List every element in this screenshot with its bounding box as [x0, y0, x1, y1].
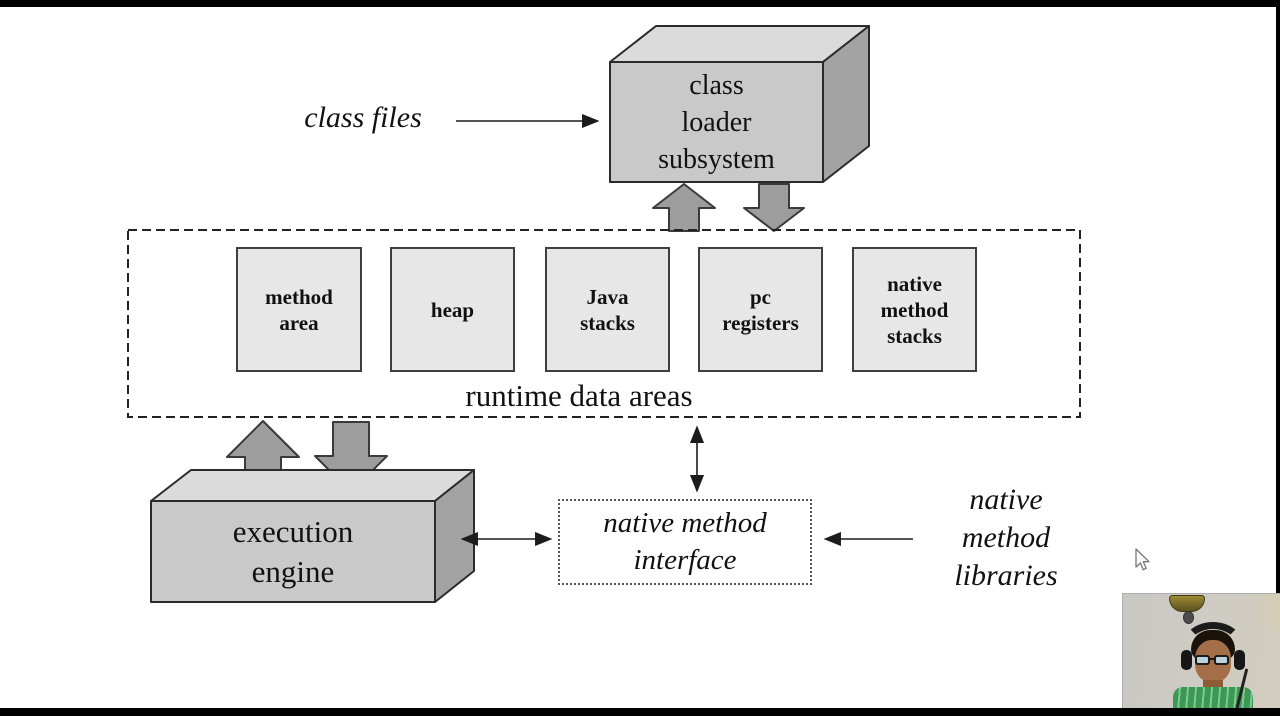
- person-shirt: [1173, 687, 1253, 708]
- glasses-lens-left: [1195, 655, 1210, 665]
- glasses-bridge: [1209, 658, 1215, 660]
- runtime-box-java-stacks: Java stacks: [545, 247, 670, 372]
- glasses-lens-right: [1214, 655, 1229, 665]
- class-files-label: class files: [304, 101, 422, 134]
- native-method-libraries-label: native method libraries: [954, 483, 1058, 592]
- top-letterbox-bar: [0, 0, 1280, 7]
- wall-hook: [1183, 611, 1194, 624]
- person-glasses: [1194, 655, 1232, 668]
- execution-engine-label: execution engine: [232, 513, 354, 589]
- loader-down-arrow: [743, 183, 805, 232]
- bottom-letterbox-bar: [0, 708, 1280, 716]
- webcam-overlay: [1122, 593, 1280, 708]
- runtime-data-areas-container: [127, 229, 1081, 418]
- loader-up-arrow: [652, 183, 716, 232]
- mouse-cursor-icon: [1135, 548, 1150, 571]
- runtime-data-areas-label: runtime data areas: [465, 378, 693, 413]
- runtime-box-pc-registers: pc registers: [698, 247, 823, 372]
- class-loader-label: class loader subsystem: [658, 69, 775, 175]
- headphone-cup-right: [1234, 650, 1245, 670]
- native-method-interface-box: native method interface: [558, 499, 812, 585]
- headphones-band: [1183, 622, 1243, 668]
- runtime-box-native-method-stacks: native method stacks: [852, 247, 977, 372]
- runtime-box-method-area: method area: [236, 247, 362, 372]
- person-neck: [1203, 680, 1223, 689]
- runtime-box-heap: heap: [390, 247, 515, 372]
- execution-engine-box: [150, 469, 475, 603]
- webcam-person: [1123, 594, 1280, 708]
- class-loader-box: [609, 25, 870, 183]
- headphone-cup-left: [1181, 650, 1192, 670]
- right-frame-border: [1276, 0, 1280, 716]
